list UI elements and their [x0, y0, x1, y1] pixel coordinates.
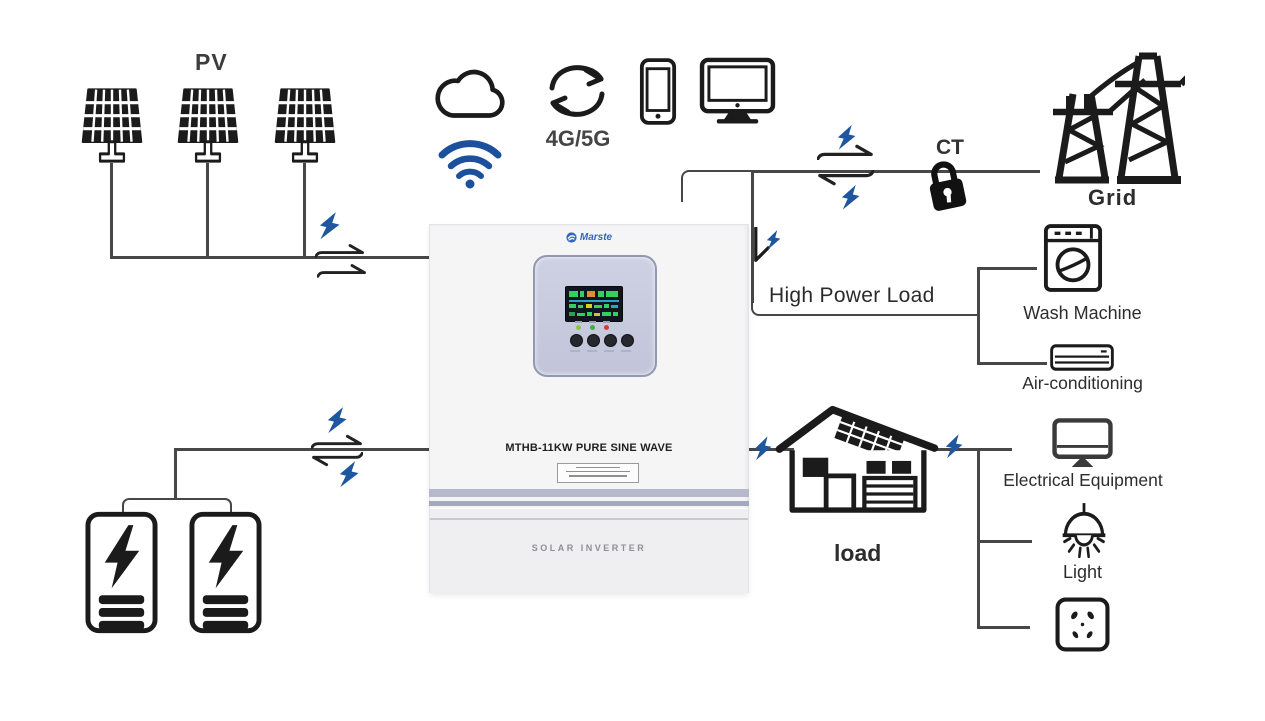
spec-text-line — [566, 470, 630, 473]
control-button[interactable] — [586, 334, 600, 347]
tv-icon — [1052, 418, 1113, 469]
ct-lock-icon — [916, 153, 976, 216]
ct-label: CT — [936, 136, 964, 159]
lightning-bolt-icon — [765, 228, 782, 252]
wire-appliance-bus-lower — [977, 448, 980, 628]
wire-washer-stub — [977, 267, 1037, 270]
wire-grid-corner-stub — [681, 170, 754, 202]
brand-swirl-icon — [566, 232, 577, 243]
led-caption — [589, 321, 596, 323]
load-label: load — [834, 540, 882, 566]
brand-logo: Marste — [430, 232, 748, 243]
cloud-icon — [430, 64, 516, 124]
wire-battery-drop — [174, 448, 177, 500]
wire-pv-bus — [110, 256, 431, 259]
model-label: MTHB-11KW PURE SINE WAVE — [505, 442, 673, 454]
lcd-screen — [565, 286, 623, 322]
wire-pv-drop-1 — [110, 163, 113, 258]
button-caption — [587, 350, 597, 352]
wire-pv-drop-3 — [303, 163, 306, 258]
battery-icon — [85, 511, 158, 634]
electrical-equipment-label: Electrical Equipment — [1003, 470, 1163, 490]
battery-icon — [189, 511, 262, 634]
wire-pv-drop-2 — [206, 163, 209, 258]
grid-label: Grid — [1088, 185, 1138, 210]
wire-ac-stub — [977, 362, 1047, 365]
led-indicator-red — [604, 325, 609, 330]
sync-arrows-icon — [542, 60, 612, 122]
lightning-bolt-icon — [325, 404, 349, 436]
lightning-bolt-icon — [317, 209, 343, 243]
control-button[interactable] — [569, 334, 583, 347]
wire-battery-bus — [175, 448, 431, 451]
spec-text-line — [576, 466, 620, 469]
button-caption — [604, 350, 614, 352]
wifi-icon — [437, 139, 503, 189]
washing-machine-icon — [1043, 223, 1103, 293]
house-icon — [773, 399, 943, 525]
button-caption — [621, 350, 631, 352]
inverter-display-panel — [533, 255, 657, 377]
led-caption — [603, 321, 610, 323]
wash-machine-label: Wash Machine — [1023, 303, 1142, 323]
inverter-lower-section — [430, 508, 748, 593]
product-type-label: SOLAR INVERTER — [531, 543, 647, 553]
decorative-band — [429, 501, 749, 506]
led-indicator-green — [576, 325, 581, 330]
lightning-bolt-icon — [944, 431, 965, 462]
led-caption — [575, 321, 582, 323]
pv-label: PV — [195, 49, 228, 75]
power-outlet-icon — [1055, 597, 1110, 652]
pv-flow-arrow-bottom — [317, 263, 367, 278]
solar-panel-icon — [175, 86, 241, 166]
spec-label — [557, 463, 639, 483]
wire-appliance-bus-upper — [977, 267, 980, 364]
lightning-bolt-icon — [753, 434, 773, 463]
inverter-body: Marste MTHB-11KW PURE SINE WAVE — [429, 224, 749, 593]
pendant-light-icon — [1058, 502, 1110, 562]
spec-text-line — [569, 474, 627, 477]
light-label: Light — [1062, 562, 1103, 582]
lightning-bolt-icon — [839, 183, 861, 213]
wire-grid-branch — [751, 170, 754, 303]
led-indicator-green — [590, 325, 595, 330]
phone-icon — [639, 56, 677, 127]
wire-house-to-appliances — [936, 448, 1012, 451]
control-button[interactable] — [620, 334, 634, 347]
network-label: 4G/5G — [545, 126, 611, 151]
wire-outlet-stub — [977, 626, 1030, 629]
button-caption — [570, 350, 580, 352]
solar-panel-icon — [79, 86, 145, 166]
wire-inverter-to-house — [748, 448, 794, 451]
grid-towers-icon — [1033, 32, 1185, 184]
wire-light-stub — [977, 540, 1032, 543]
wire-battery-bracket — [122, 498, 232, 515]
air-conditioner-icon — [1050, 344, 1114, 371]
solar-panel-icon — [272, 86, 338, 166]
air-conditioning-label: Air-conditioning — [1022, 373, 1143, 393]
wire-hpl-corner — [751, 303, 980, 316]
brand-name: Marste — [579, 231, 613, 243]
decorative-band — [429, 489, 749, 497]
wire-grid-line — [752, 170, 1040, 173]
control-button[interactable] — [603, 334, 617, 347]
high-power-load-label: High Power Load — [769, 284, 935, 307]
pv-flow-arrow-top — [315, 243, 365, 258]
battery-flow-arrow-top — [311, 434, 363, 449]
monitor-icon — [699, 57, 776, 124]
divider-line — [430, 518, 748, 520]
